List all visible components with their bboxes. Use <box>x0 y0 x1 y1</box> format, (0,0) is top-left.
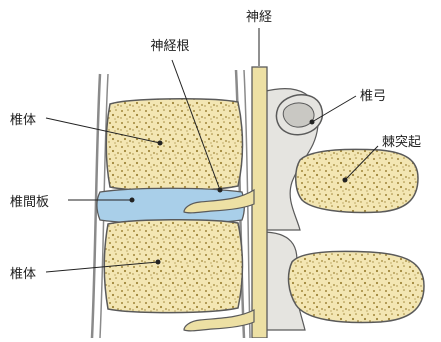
vertebral-arch-inner <box>283 103 314 127</box>
dot-body-bottom <box>156 260 161 265</box>
spinous-process-upper <box>296 149 418 212</box>
dot-disc <box>130 198 135 203</box>
vertebral-body-lower <box>104 220 242 313</box>
label-body-top: 椎体 <box>10 113 36 128</box>
vertebral-body-upper <box>106 99 242 191</box>
label-arch: 椎弓 <box>360 89 386 104</box>
dot-arch <box>310 120 315 125</box>
label-nerve-root: 神経根 <box>150 39 189 54</box>
dot-spinous <box>343 178 348 183</box>
label-disc: 椎間板 <box>10 195 49 210</box>
label-nerve: 神経 <box>246 10 272 25</box>
dot-body-top <box>158 141 163 146</box>
spinous-process-lower <box>289 251 424 322</box>
label-spinous: 棘突起 <box>382 134 421 150</box>
label-body-bottom: 椎体 <box>10 267 36 282</box>
dot-nerve-root <box>218 188 223 193</box>
